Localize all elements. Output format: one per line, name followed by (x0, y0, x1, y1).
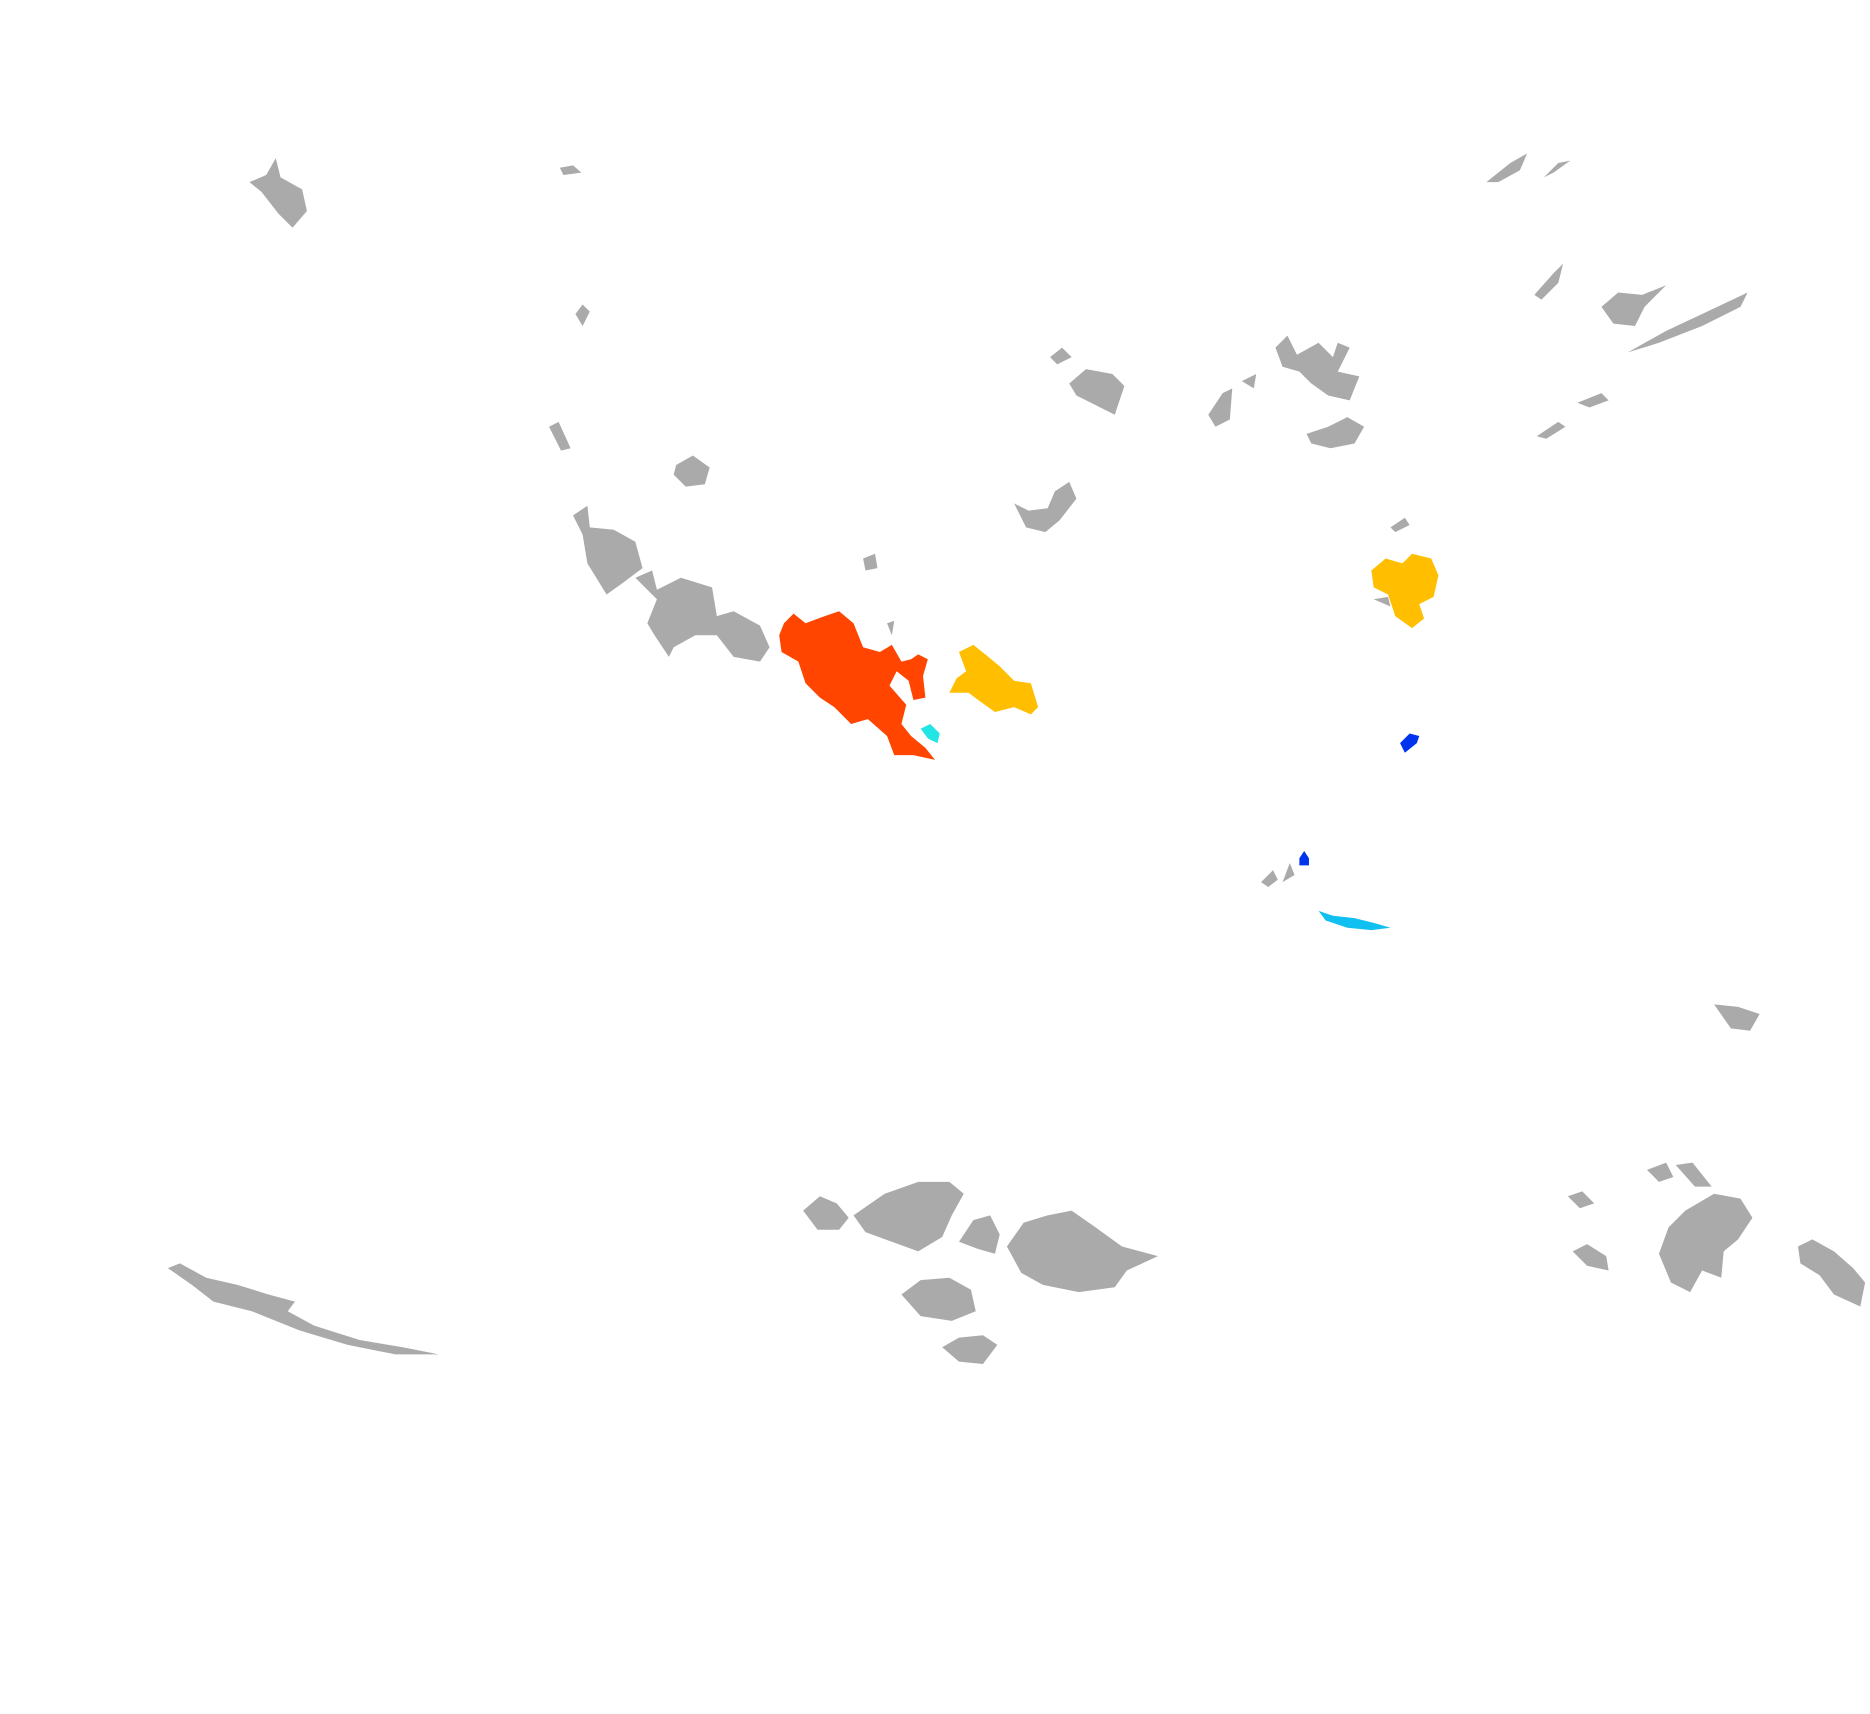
island (1714, 1004, 1760, 1031)
island (1536, 393, 1609, 439)
island (635, 570, 770, 662)
island-highlight-amber (1371, 553, 1439, 629)
island (673, 455, 710, 487)
island (1306, 417, 1365, 449)
island (1050, 347, 1125, 415)
island-highlight-cyan (920, 723, 940, 744)
island (901, 1277, 976, 1321)
island (249, 158, 307, 228)
island (853, 1181, 964, 1252)
island-highlight-blue (1299, 851, 1309, 866)
island-highlight-lightblue (1318, 910, 1391, 931)
island (1486, 153, 1571, 183)
island (1373, 517, 1410, 607)
island (1014, 481, 1077, 533)
island (1567, 1191, 1609, 1271)
island-highlight-amber (949, 644, 1039, 715)
highlighted-islands (779, 553, 1439, 931)
island (1275, 335, 1360, 401)
island-highlight-blue (1400, 733, 1420, 753)
island (887, 620, 895, 636)
island (958, 1215, 1000, 1254)
island (1006, 1210, 1158, 1293)
island (575, 304, 590, 327)
island (573, 505, 643, 595)
island (1534, 263, 1564, 300)
island (942, 1335, 998, 1365)
island-highlight-red (779, 611, 935, 760)
island (1601, 285, 1748, 353)
island (167, 1263, 439, 1355)
island (803, 1196, 849, 1230)
island (559, 165, 582, 175)
island (1261, 862, 1295, 887)
island (1208, 373, 1257, 427)
island (863, 553, 878, 571)
land-layer (167, 153, 1866, 1365)
island (1797, 1239, 1866, 1307)
island (549, 421, 571, 451)
island (1646, 1162, 1712, 1187)
island (1658, 1193, 1753, 1293)
